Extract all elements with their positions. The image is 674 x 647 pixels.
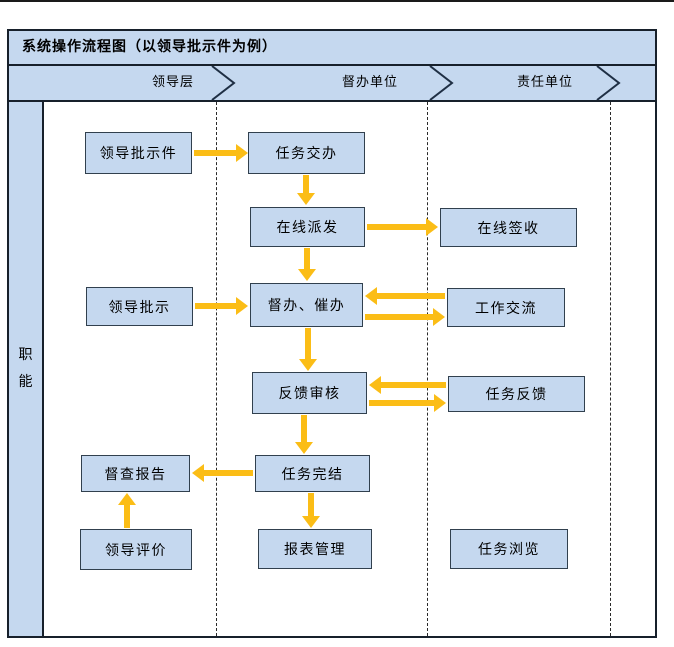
flowchart-content: 职能 领导批示件 任务交办 在线派发 在线签收 领导批示 督办、催办 工作交流 … bbox=[9, 102, 655, 636]
arrow-feedback-review-to-task-completion bbox=[295, 415, 313, 454]
arrow-supervise-urge-to-work-communication bbox=[365, 308, 445, 326]
lane-header-responsible-unit: 责任单位 bbox=[516, 75, 573, 90]
top-border-line bbox=[0, 0, 674, 2]
flowchart-panel: 系统操作流程图（以领导批示件为例） 领导层 督办单位 责任单位 职能 领导批示件… bbox=[7, 29, 657, 638]
arrow-online-dispatch-to-supervise-urge bbox=[298, 248, 316, 281]
lane-divider-2 bbox=[427, 102, 428, 636]
role-column: 职能 bbox=[9, 102, 44, 636]
node-task-browsing: 任务浏览 bbox=[450, 529, 568, 569]
arrow-leader-instruction-to-supervise-urge bbox=[195, 297, 248, 315]
node-leader-instruction: 领导批示 bbox=[86, 287, 193, 326]
lane-divider-3 bbox=[610, 102, 611, 636]
node-report-management: 报表管理 bbox=[258, 529, 372, 569]
arrow-feedback-review-to-task-feedback bbox=[369, 394, 446, 412]
node-work-communication: 工作交流 bbox=[447, 288, 565, 327]
arrow-task-assignment-to-online-dispatch bbox=[297, 175, 315, 205]
arrow-task-feedback-to-feedback-review bbox=[369, 376, 446, 394]
node-task-feedback: 任务反馈 bbox=[448, 376, 585, 412]
node-task-completion: 任务完结 bbox=[255, 455, 370, 492]
arrow-work-communication-to-supervise-urge bbox=[365, 287, 445, 305]
arrow-task-completion-to-report-management bbox=[302, 493, 320, 528]
chevron-separator-icon bbox=[211, 66, 236, 100]
lane-divider-1 bbox=[216, 102, 217, 636]
node-online-dispatch: 在线派发 bbox=[250, 207, 365, 247]
node-supervision-report: 督查报告 bbox=[81, 455, 190, 492]
page-title: 系统操作流程图（以领导批示件为例） bbox=[22, 39, 277, 55]
title-bar: 系统操作流程图（以领导批示件为例） bbox=[9, 31, 655, 66]
arrow-supervise-urge-to-feedback-review bbox=[299, 328, 317, 371]
node-leader-instruction-doc: 领导批示件 bbox=[85, 132, 192, 174]
node-leader-evaluation: 领导评价 bbox=[80, 529, 192, 570]
arrow-leader-evaluation-to-supervision-report bbox=[118, 493, 136, 528]
chevron-separator-icon bbox=[596, 66, 621, 100]
node-supervise-urge: 督办、催办 bbox=[250, 283, 363, 327]
lane-header-row: 领导层 督办单位 责任单位 bbox=[9, 66, 655, 102]
role-column-label: 职能 bbox=[18, 347, 33, 390]
lane-header-leadership: 领导层 bbox=[151, 75, 194, 90]
lane-header-supervision-unit: 督办单位 bbox=[341, 75, 398, 90]
node-task-assignment: 任务交办 bbox=[248, 132, 365, 174]
node-online-receipt: 在线签收 bbox=[440, 208, 577, 247]
arrow-leader-doc-to-task-assignment bbox=[194, 144, 248, 162]
arrow-task-completion-to-supervision-report bbox=[192, 464, 253, 482]
chevron-separator-icon bbox=[429, 66, 454, 100]
arrow-online-dispatch-to-online-receipt bbox=[367, 218, 438, 236]
node-feedback-review: 反馈审核 bbox=[252, 372, 367, 414]
